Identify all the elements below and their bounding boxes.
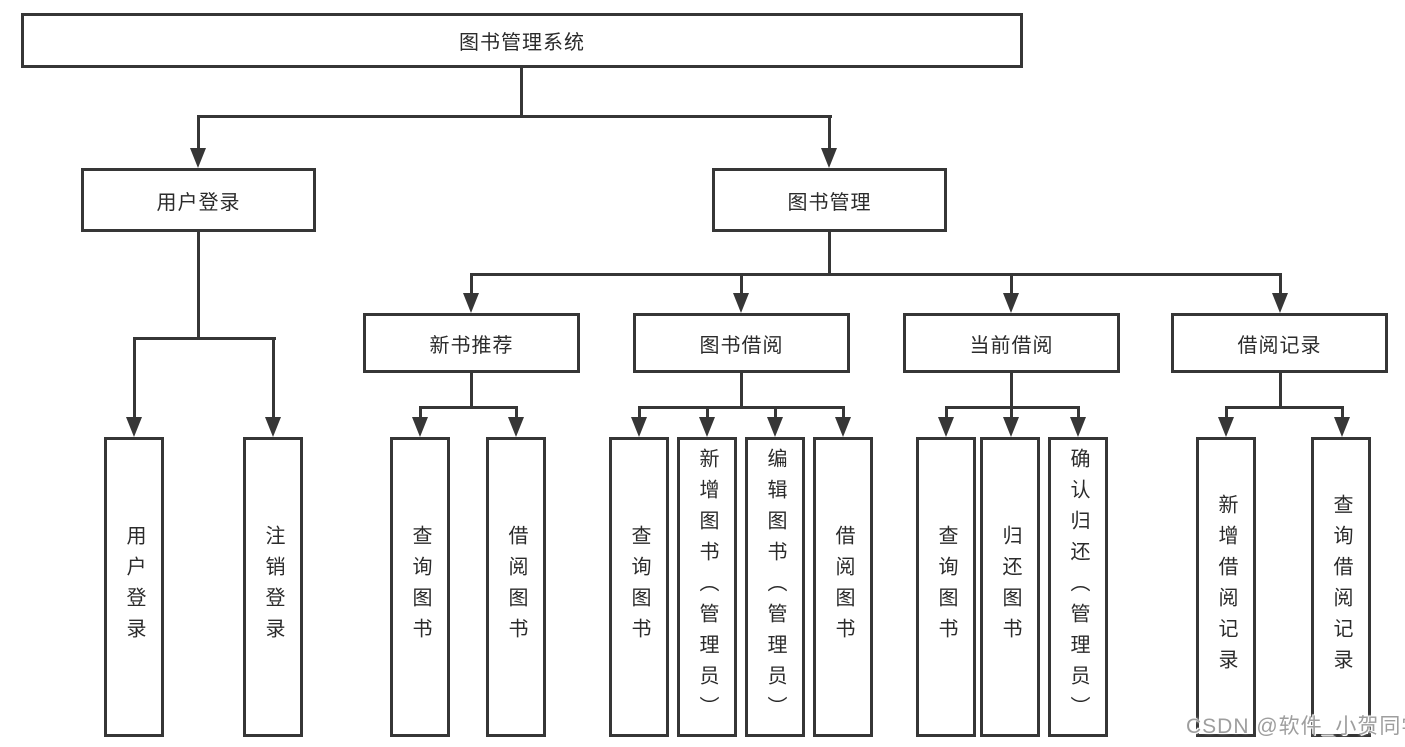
node-label: 编辑图书（管理员）: [764, 447, 786, 727]
leaf-query-books-recommend: 查询图书: [390, 437, 450, 737]
leaf-borrow-books-recommend: 借阅图书: [486, 437, 546, 737]
leaf-query-books-current: 查询图书: [916, 437, 976, 737]
node-label: 查询图书: [935, 525, 957, 649]
leaf-query-borrow-record: 查询借阅记录: [1311, 437, 1371, 737]
arrow-down-icon: [1218, 417, 1234, 437]
arrow-down-icon: [767, 417, 783, 437]
arrow-down-icon: [938, 417, 954, 437]
node-book-borrowing: 图书借阅: [633, 313, 850, 373]
csdn-watermark: CSDN @软件_小贺同学: [1186, 715, 1405, 738]
arrow-down-icon: [190, 148, 206, 168]
node-label: 查询图书: [409, 525, 431, 649]
node-label: 新书推荐: [429, 334, 514, 357]
connector-book-mgmt-hline: [470, 273, 1282, 276]
connector-user-login-hline: [133, 337, 276, 340]
connector-current-borrow-vline: [1010, 373, 1013, 406]
node-label: 查询借阅记录: [1330, 494, 1352, 680]
arrow-down-icon: [631, 417, 647, 437]
connector-stub: [1010, 406, 1013, 422]
node-label: 归还图书: [999, 525, 1021, 649]
node-label: 注销登录: [262, 525, 284, 649]
connector-stub: [1225, 406, 1228, 422]
connector-new-book-vline: [470, 373, 473, 406]
leaf-logout: 注销登录: [243, 437, 303, 737]
node-label: 借阅图书: [505, 525, 527, 649]
arrow-down-icon: [1003, 293, 1019, 313]
node-label: 用户登录: [156, 191, 241, 214]
arrow-down-icon: [1272, 293, 1288, 313]
node-label: 图书管理系统: [459, 32, 585, 54]
arrow-down-icon: [1003, 417, 1019, 437]
connector-stub-current-borrow: [1010, 273, 1013, 297]
node-root-library-system: 图书管理系统: [21, 13, 1023, 68]
node-label: 新增借阅记录: [1215, 494, 1237, 680]
node-label: 借阅图书: [832, 525, 854, 649]
connector-stub-book-borrow: [740, 273, 743, 297]
node-borrowing-records: 借阅记录: [1171, 313, 1388, 373]
leaf-add-books-admin: 新增图书（管理员）: [677, 437, 737, 737]
arrow-down-icon: [265, 417, 281, 437]
connector-stub: [1077, 406, 1080, 422]
node-label: 图书管理: [787, 191, 872, 214]
node-label: 借阅记录: [1237, 334, 1322, 357]
node-current-borrowing: 当前借阅: [903, 313, 1120, 373]
node-label: 查询图书: [628, 525, 650, 649]
leaf-query-books-borrow: 查询图书: [609, 437, 669, 737]
connector-stub: [419, 406, 422, 422]
leaf-user-login: 用户登录: [104, 437, 164, 737]
node-label: 图书借阅: [699, 334, 784, 357]
arrow-down-icon: [835, 417, 851, 437]
connector-root-vline: [520, 68, 523, 115]
connector-stub-leaf-login: [133, 337, 136, 421]
leaf-return-books: 归还图书: [980, 437, 1040, 737]
connector-book-borrow-hline: [638, 406, 845, 409]
node-user-login: 用户登录: [81, 168, 316, 232]
arrow-down-icon: [463, 293, 479, 313]
arrow-down-icon: [1334, 417, 1350, 437]
connector-user-login-vline: [197, 232, 200, 337]
connector-stub-borrow-records: [1279, 273, 1282, 297]
connector-borrow-records-vline: [1279, 373, 1282, 406]
connector-stub: [1341, 406, 1344, 422]
arrow-down-icon: [699, 417, 715, 437]
node-label: 当前借阅: [969, 334, 1054, 357]
connector-root-hline: [197, 115, 832, 118]
connector-stub: [945, 406, 948, 422]
leaf-add-borrow-record: 新增借阅记录: [1196, 437, 1256, 737]
connector-borrow-records-hline: [1225, 406, 1343, 409]
connector-stub: [774, 406, 777, 422]
node-book-management: 图书管理: [712, 168, 947, 232]
arrow-down-icon: [126, 417, 142, 437]
arrow-down-icon: [412, 417, 428, 437]
node-label: 确认归还（管理员）: [1067, 447, 1089, 727]
connector-stub: [706, 406, 709, 422]
connector-stub-leaf-logout: [272, 337, 275, 421]
leaf-edit-books-admin: 编辑图书（管理员）: [745, 437, 805, 737]
connector-new-book-hline: [419, 406, 518, 409]
connector-stub-user-login: [197, 115, 200, 153]
arrow-down-icon: [821, 148, 837, 168]
connector-stub: [842, 406, 845, 422]
leaf-borrow-books: 借阅图书: [813, 437, 873, 737]
connector-book-mgmt-vline: [828, 232, 831, 273]
connector-stub: [638, 406, 641, 422]
arrow-down-icon: [508, 417, 524, 437]
connector-stub: [515, 406, 518, 422]
arrow-down-icon: [1070, 417, 1086, 437]
node-label: 用户登录: [123, 525, 145, 649]
connector-stub-new-book: [470, 273, 473, 297]
node-new-book-recommendation: 新书推荐: [363, 313, 580, 373]
connector-stub-book-mgmt: [828, 115, 831, 153]
arrow-down-icon: [733, 293, 749, 313]
leaf-confirm-return-admin: 确认归还（管理员）: [1048, 437, 1108, 737]
node-label: 新增图书（管理员）: [696, 447, 718, 727]
connector-book-borrow-vline: [740, 373, 743, 406]
